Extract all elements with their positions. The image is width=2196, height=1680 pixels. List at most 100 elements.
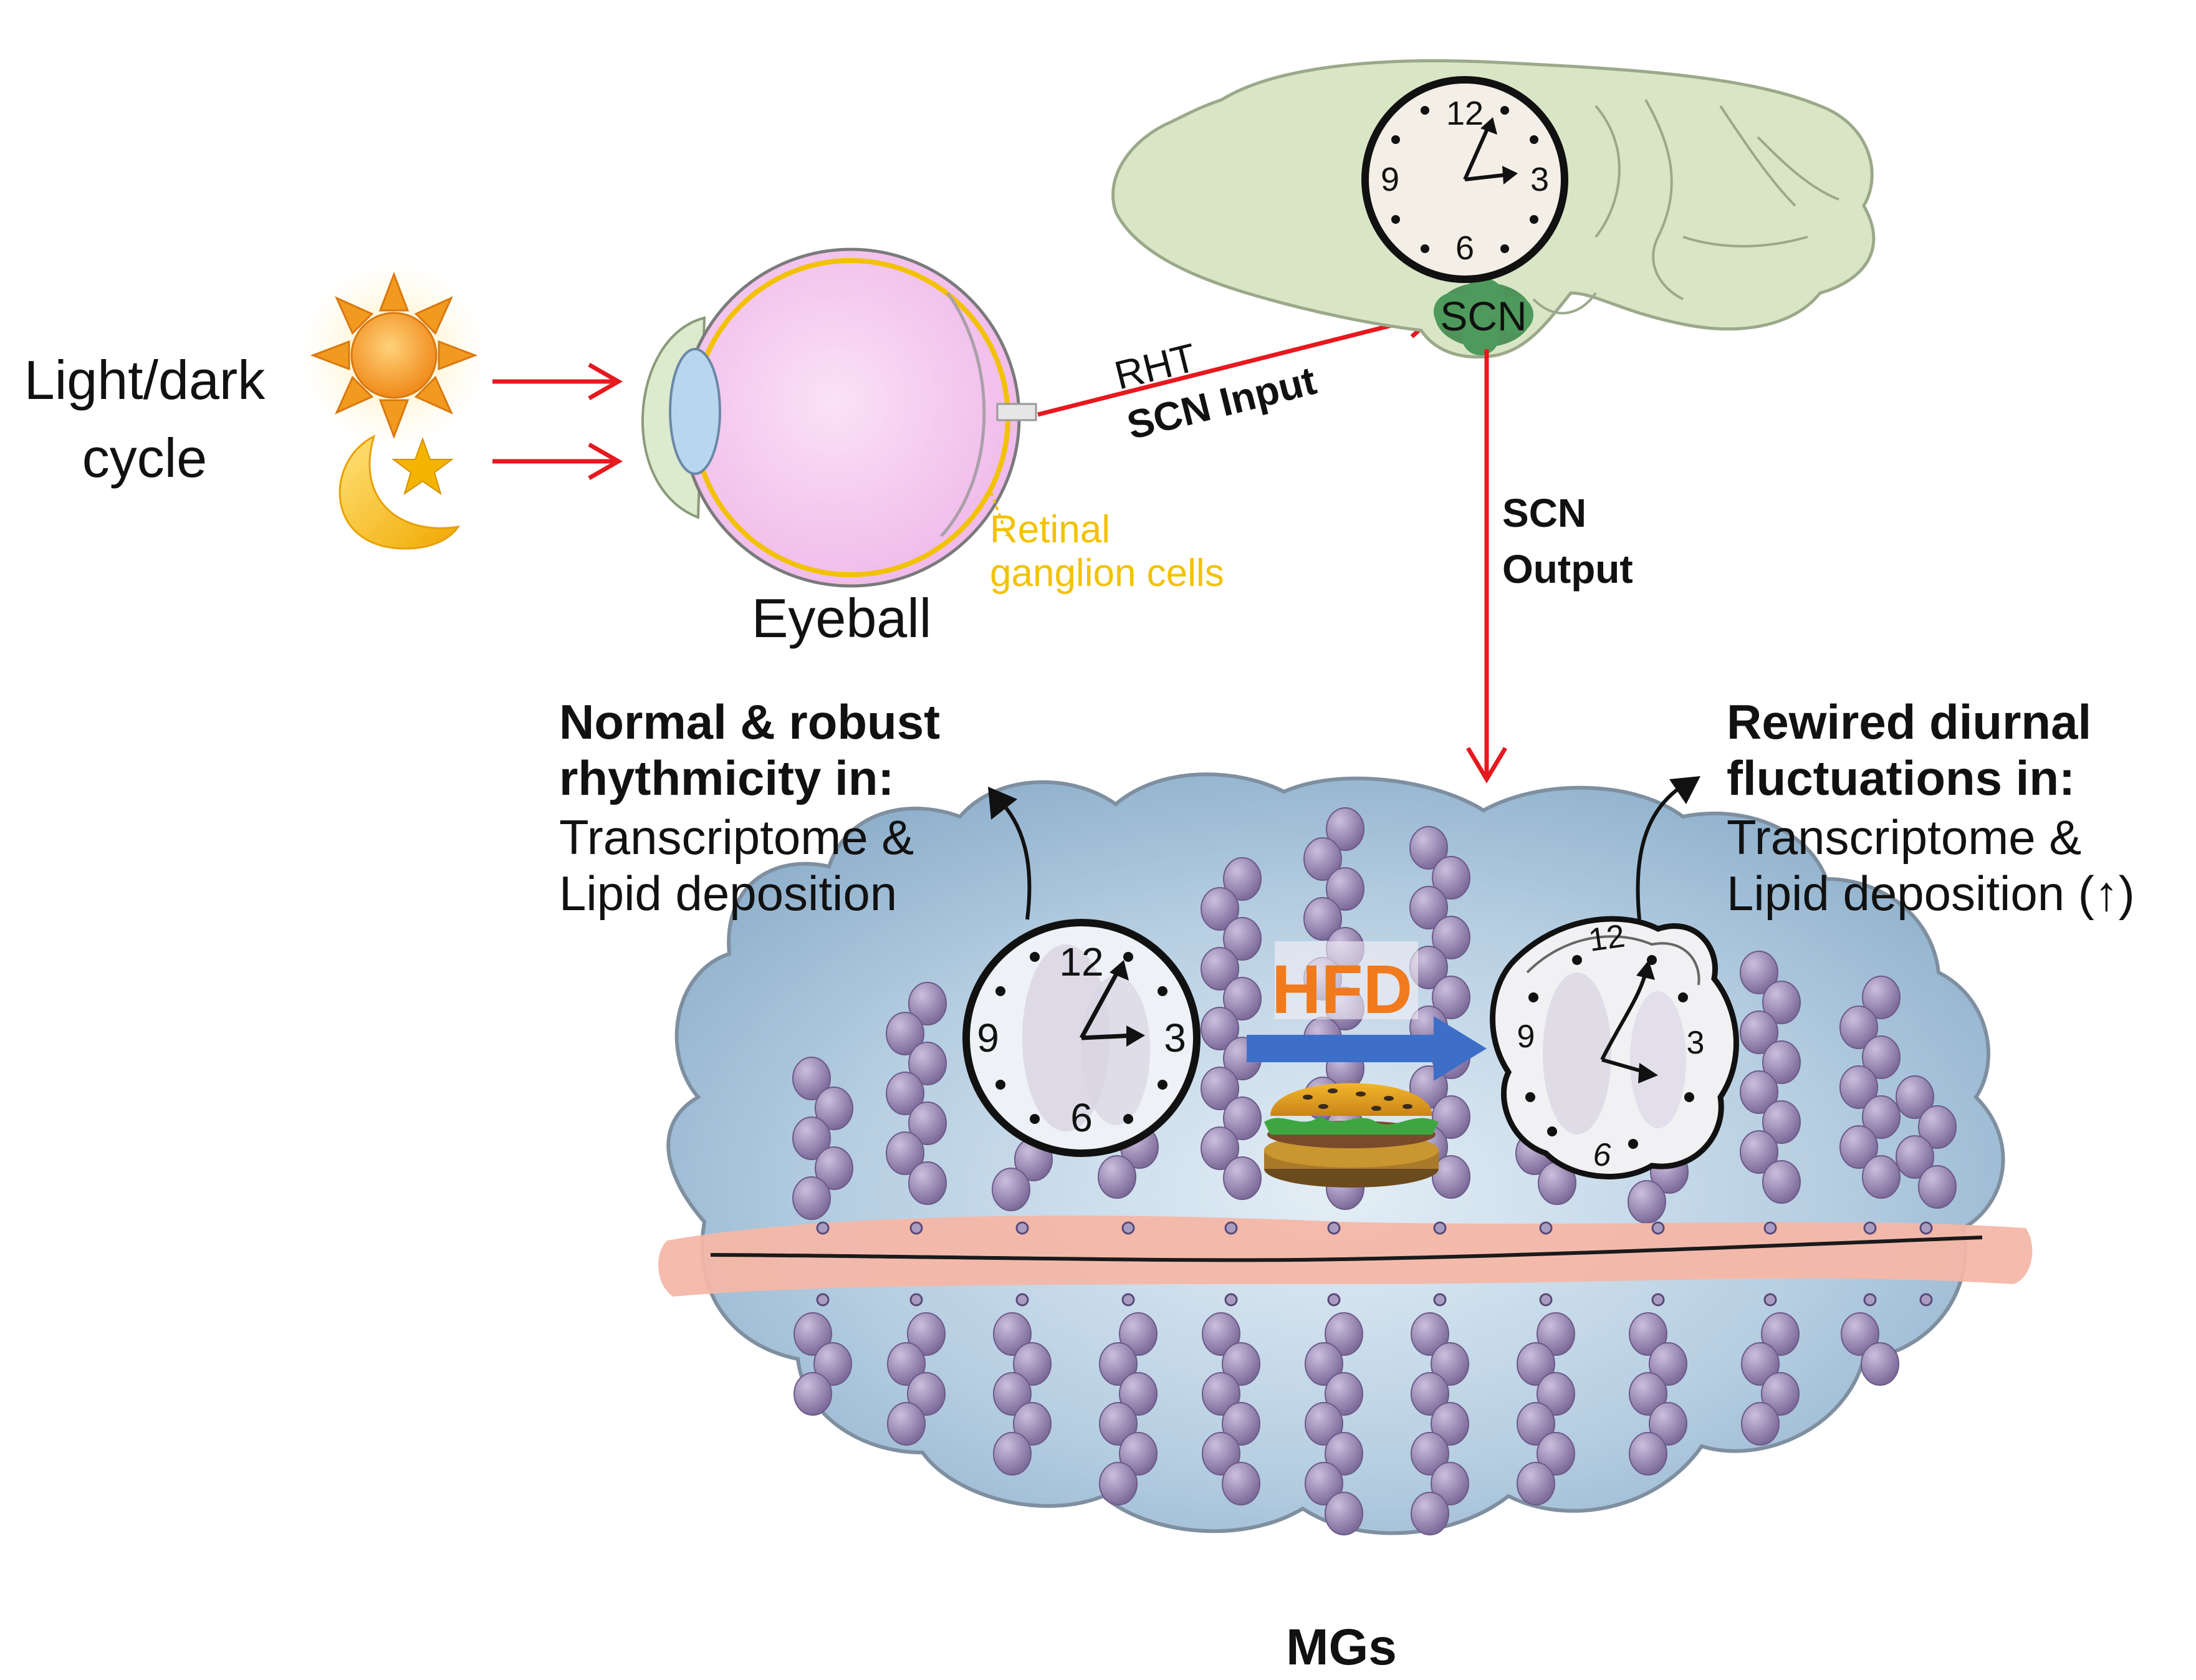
acinus	[1411, 1492, 1449, 1535]
acinus	[1325, 1492, 1363, 1535]
acinus	[1762, 981, 1801, 1024]
acinus	[1202, 1432, 1240, 1476]
acinus	[792, 1176, 831, 1220]
acinus	[1201, 1067, 1239, 1110]
svg-text:6: 6	[1070, 1095, 1093, 1140]
acinus	[1517, 1402, 1555, 1446]
acinus	[1099, 1462, 1138, 1505]
burger-icon	[1264, 1083, 1439, 1188]
acinus	[1119, 1312, 1158, 1356]
acinus	[1325, 1312, 1363, 1356]
acinus	[1629, 1432, 1667, 1476]
acinus	[813, 1342, 852, 1386]
duct-dot	[1763, 1293, 1777, 1307]
acinus	[1629, 1372, 1667, 1416]
duct-dot	[1433, 1293, 1447, 1307]
acinus	[1432, 856, 1470, 900]
acinus	[1896, 1135, 1934, 1179]
acinus	[1761, 1372, 1800, 1416]
acinus	[1432, 1095, 1470, 1139]
svg-text:6: 6	[1593, 1137, 1611, 1173]
acinus	[1201, 947, 1239, 991]
scn-output-pathway: SCN Output	[1465, 349, 1633, 784]
acinus	[1839, 1065, 1878, 1109]
acinus	[1649, 1402, 1687, 1446]
acinus	[1537, 1432, 1575, 1476]
acinus	[1201, 1007, 1239, 1050]
acinus	[1303, 897, 1342, 941]
acinus	[1740, 1070, 1778, 1114]
moon-icon	[338, 434, 461, 550]
duct-dot	[1863, 1221, 1877, 1235]
duct-line	[710, 1236, 1983, 1262]
eyeball-illustration: Retinal ganglion cells Eyeball	[641, 247, 1224, 649]
acinus	[1517, 1342, 1555, 1386]
acinus	[1432, 1155, 1470, 1199]
duct-dot	[1539, 1221, 1553, 1235]
acinus	[992, 1168, 1030, 1211]
duct-dot	[816, 1221, 830, 1235]
rewired-rhythm-text: Rewired diurnal fluctuations in: Transcr…	[1727, 694, 2135, 921]
duct-dot	[1651, 1293, 1665, 1307]
acinus	[1649, 1342, 1687, 1386]
brain-illustration: SCN 12 3 6 9	[1111, 59, 1876, 359]
hfd-arrow	[1247, 1016, 1487, 1081]
acinus	[1761, 1312, 1800, 1356]
hfd-label: HFD	[1272, 951, 1412, 1028]
acinus	[1862, 976, 1901, 1019]
acinus	[1432, 976, 1470, 1019]
light-dark-input: Light/dark cycle	[24, 262, 623, 550]
acinus	[1740, 1130, 1778, 1174]
duct-dot	[1015, 1293, 1029, 1307]
duct-dot	[909, 1293, 923, 1307]
rewired-clock-icon: 12 3 6 9	[1490, 916, 1739, 1179]
acinus	[1202, 1312, 1240, 1356]
acinus	[1411, 1372, 1449, 1416]
acinus	[1222, 1342, 1260, 1386]
acinus	[1537, 1372, 1575, 1416]
svg-text:12: 12	[1059, 939, 1103, 984]
svg-text:3: 3	[1687, 1025, 1705, 1061]
svg-text:12: 12	[1586, 918, 1627, 958]
acinus	[1762, 1100, 1801, 1144]
acinus	[1862, 1155, 1901, 1199]
svg-text:3: 3	[1530, 161, 1549, 198]
scn-label: SCN	[1440, 293, 1527, 339]
duct-dot	[816, 1293, 830, 1307]
duct-dot	[1121, 1221, 1135, 1235]
duct-dot	[1919, 1221, 1933, 1235]
acinus	[1431, 1402, 1469, 1446]
acinus	[1862, 1095, 1901, 1139]
eyeball-label: Eyeball	[752, 587, 932, 649]
acinus	[1202, 1372, 1240, 1416]
duct-dot	[1651, 1221, 1665, 1235]
acinus	[1431, 1462, 1469, 1505]
duct-dot	[1919, 1293, 1933, 1307]
acinus	[1409, 886, 1448, 929]
acinus	[1896, 1075, 1934, 1119]
svg-text:12: 12	[1446, 95, 1484, 132]
duct-dot	[1763, 1221, 1777, 1235]
acinus	[1741, 1402, 1780, 1446]
duct-dot	[1539, 1293, 1553, 1307]
clock-icon: 12 3 6 9	[1361, 76, 1568, 283]
svg-text:fluctuations in:: fluctuations in:	[1727, 751, 2075, 805]
acinus	[1628, 1180, 1666, 1224]
acinus	[993, 1312, 1032, 1356]
acinus	[792, 1057, 831, 1100]
acinus	[1325, 1432, 1363, 1476]
scn-nucleus: SCN	[1434, 278, 1533, 355]
acinus	[1098, 1155, 1136, 1199]
acinus	[1222, 1462, 1260, 1505]
acinus	[1762, 1160, 1801, 1204]
acinus	[907, 1312, 946, 1356]
acinus	[1201, 1126, 1239, 1170]
acinus	[907, 1372, 946, 1416]
star-icon	[391, 437, 454, 496]
normal-clock-icon: 12 3 6 9	[962, 919, 1201, 1157]
acinus	[1326, 867, 1364, 911]
scn-output-label: SCN	[1502, 491, 1586, 535]
acinus	[1629, 1312, 1667, 1356]
duct-dot	[1224, 1221, 1238, 1235]
acinus	[1223, 857, 1262, 901]
